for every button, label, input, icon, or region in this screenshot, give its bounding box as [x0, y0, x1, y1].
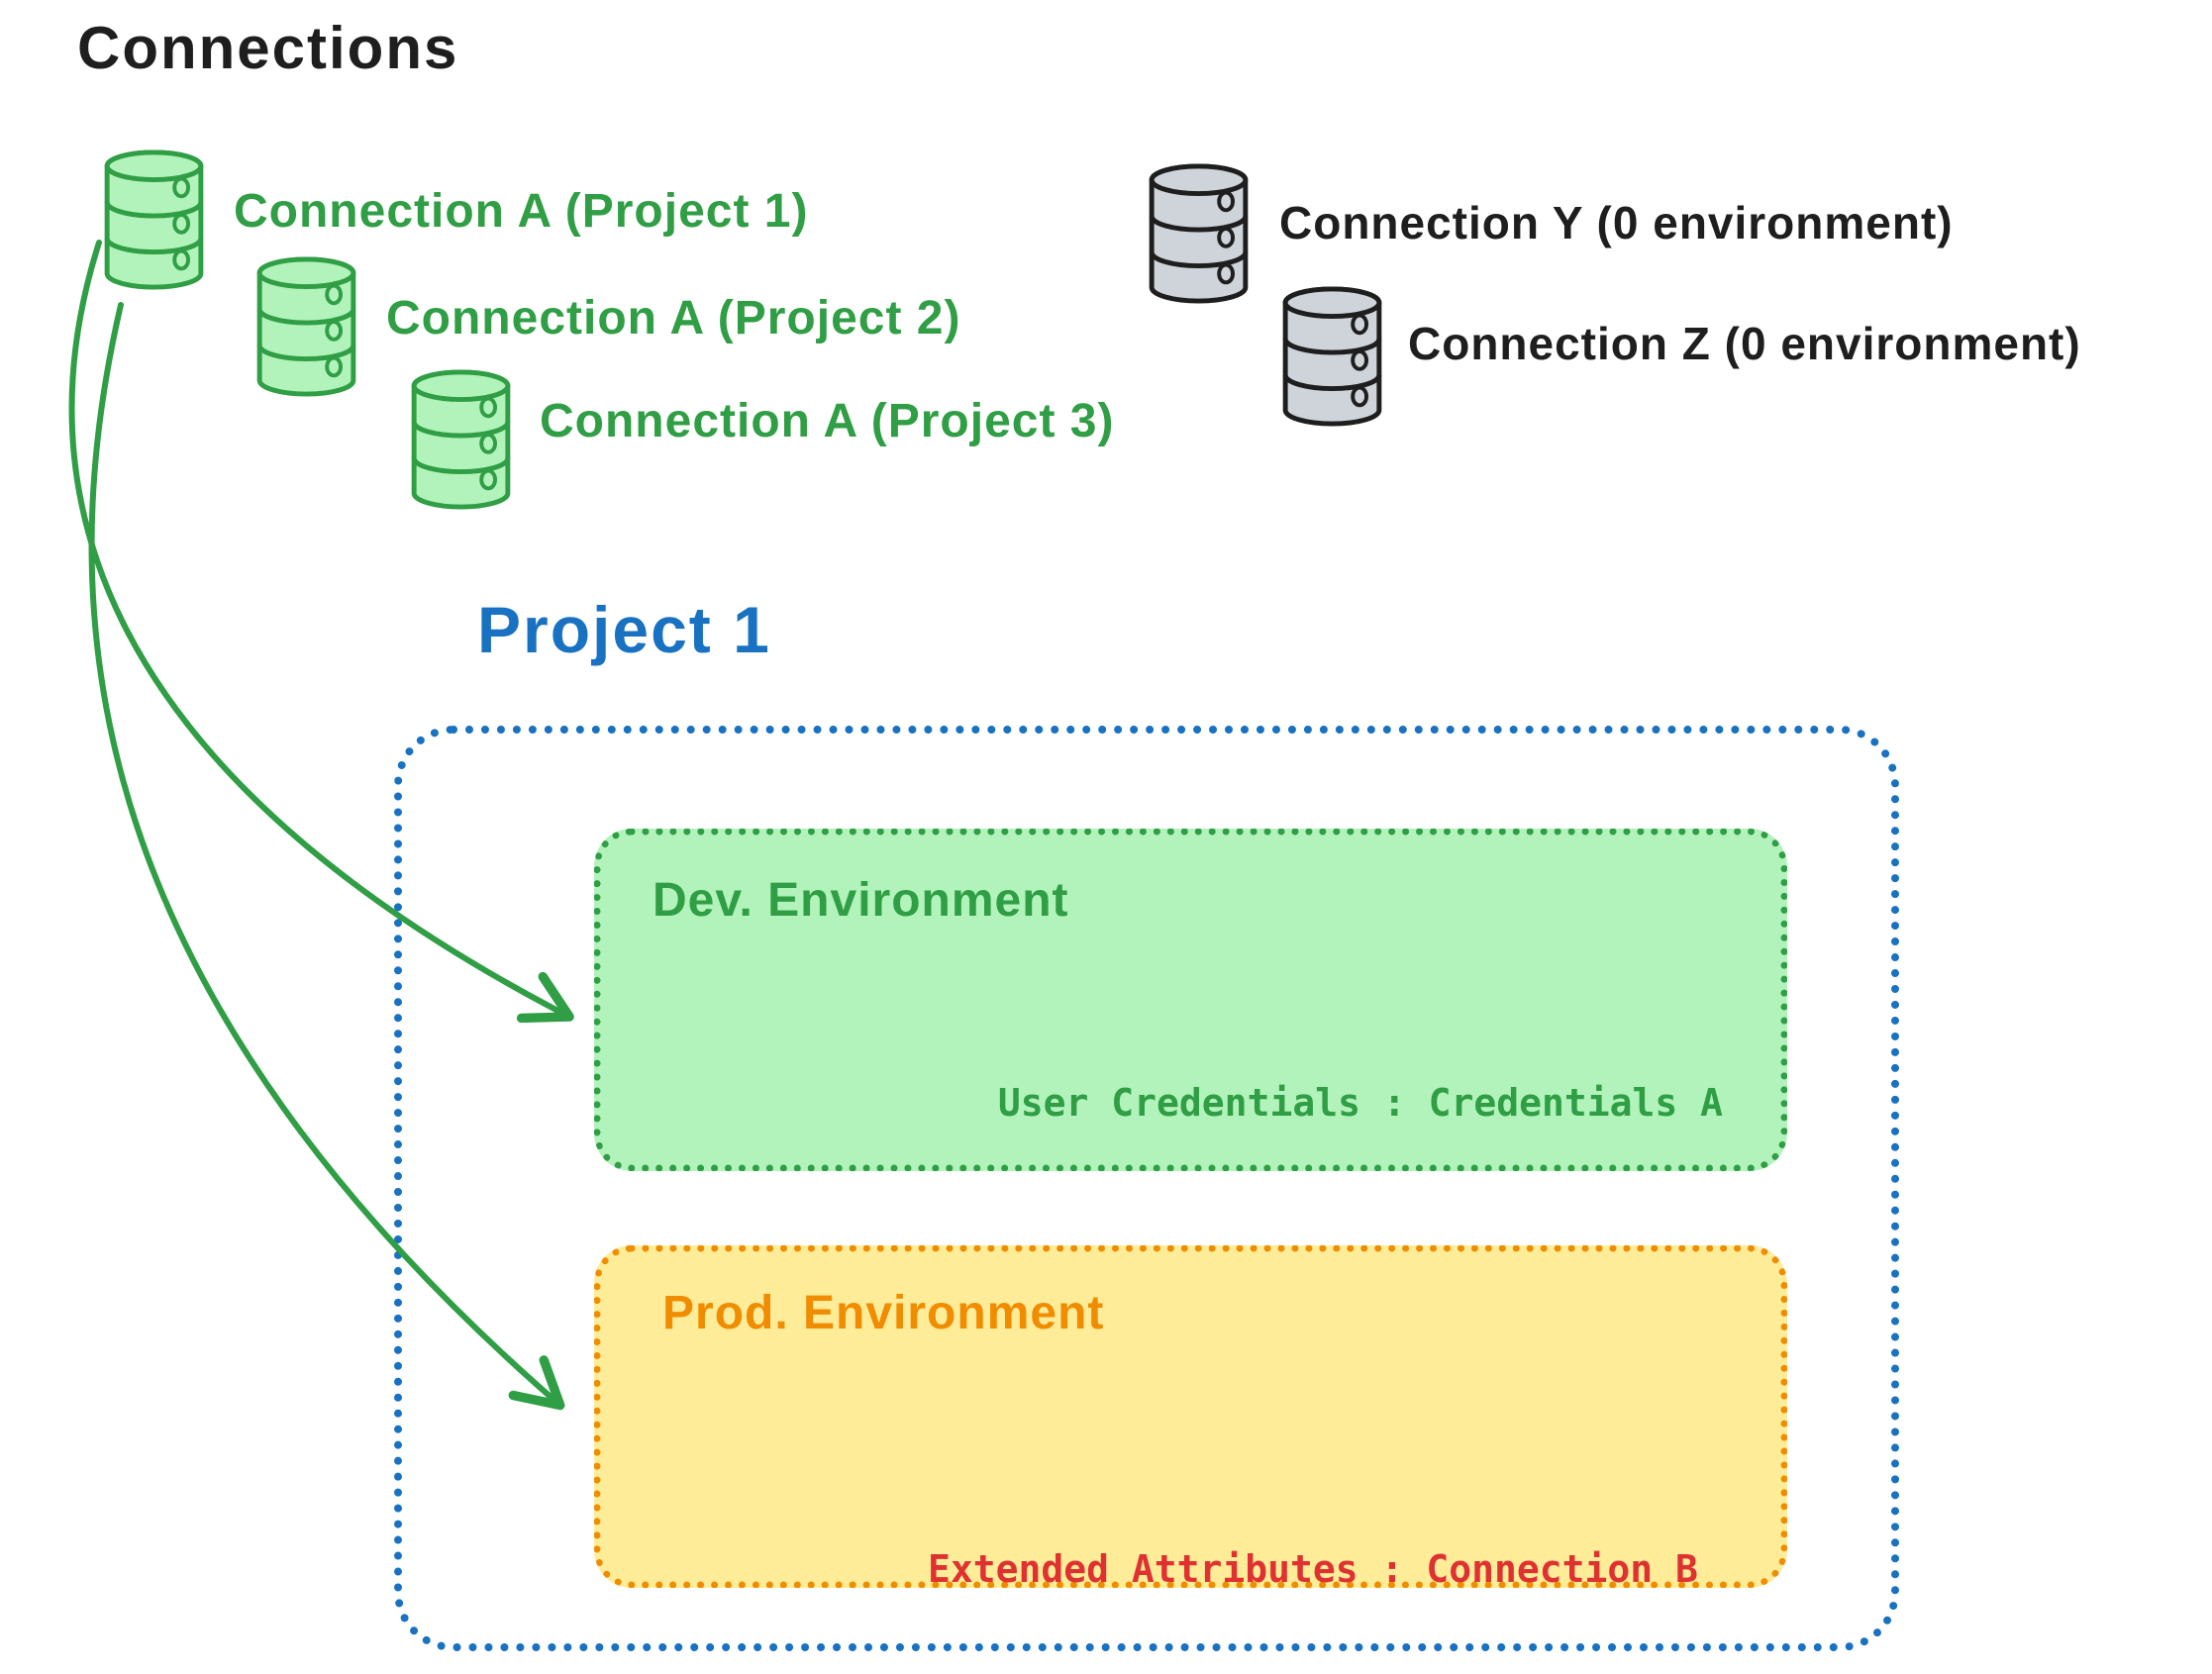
label-connection-y: Connection Y (0 environment)	[1279, 197, 1954, 248]
db-icon-connection-a-project-1	[97, 147, 211, 293]
db-icon-connection-a-project-2	[250, 253, 363, 400]
prod-attributes-line-1: Extended Attributes : Connection B	[928, 1547, 1698, 1591]
dev-environment-title: Dev. Environment	[653, 874, 1069, 927]
label-connection-z: Connection Z (0 environment)	[1408, 318, 2081, 369]
db-icon-connection-z	[1275, 283, 1389, 430]
prod-environment-title: Prod. Environment	[662, 1287, 1105, 1339]
prod-attributes-text: Extended Attributes : Connection B Ext.A…	[928, 1440, 1721, 1674]
page-title: Connections	[77, 15, 459, 81]
label-connection-a-project-2: Connection A (Project 2)	[386, 292, 961, 345]
dev-environment-box: Dev. Environment User Credentials : Cred…	[594, 829, 1787, 1171]
db-icon-connection-a-project-3	[404, 366, 518, 513]
label-connection-a-project-1: Connection A (Project 1)	[234, 185, 809, 238]
label-connection-a-project-3: Connection A (Project 3)	[540, 395, 1115, 447]
dev-credentials-text: User Credentials : Credentials A	[997, 1081, 1723, 1125]
prod-environment-box: Prod. Environment Extended Attributes : …	[594, 1245, 1787, 1591]
project-title: Project 1	[477, 593, 771, 666]
project-1-box: Dev. Environment User Credentials : Cred…	[394, 726, 1899, 1651]
db-icon-connection-y	[1142, 160, 1256, 307]
